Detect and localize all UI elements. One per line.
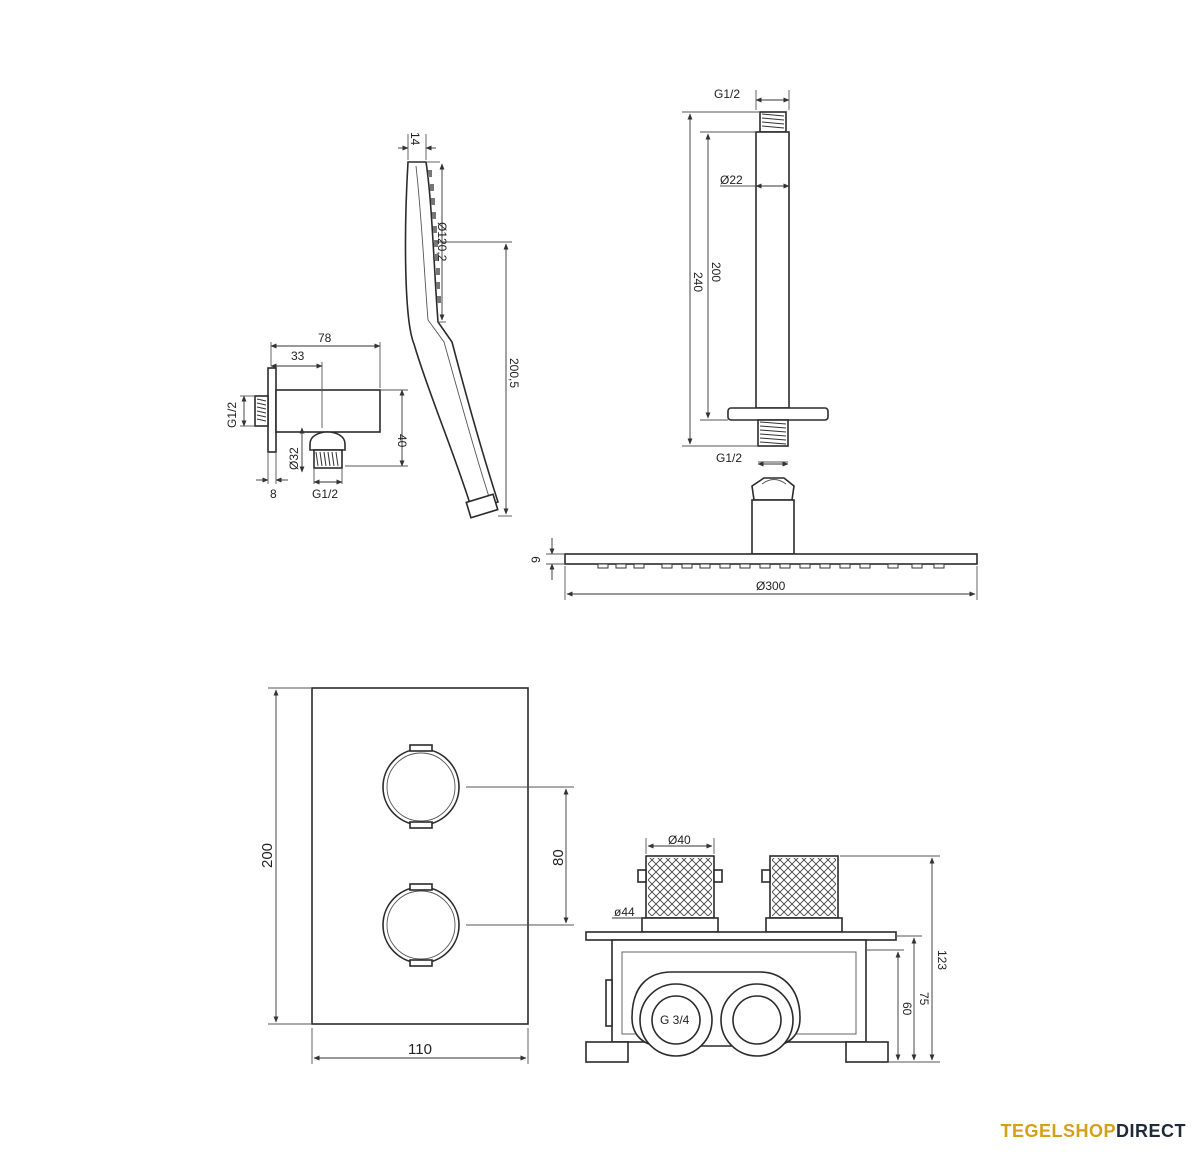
brand-logo-part2: DIRECT bbox=[1116, 1121, 1186, 1141]
inlet-label: G 3/4 bbox=[660, 1013, 690, 1027]
arm-top-thread-label: G1/2 bbox=[714, 87, 740, 101]
rain-head-diameter-label: Ø300 bbox=[756, 579, 786, 593]
hand-shower-head-diameter-label: Ø120,2 bbox=[435, 222, 449, 262]
brand-logo: TEGELSHOPDIRECT bbox=[1000, 1121, 1186, 1142]
wall-outlet-outlet-thread-label: G1/2 bbox=[312, 487, 338, 501]
wall-outlet-length-label: 78 bbox=[318, 331, 332, 345]
knob-spacing-label: 80 bbox=[550, 849, 567, 866]
plate-height-label: 200 bbox=[259, 843, 276, 868]
hand-shower-drawing: 14 Ø120,2 200,5 bbox=[398, 132, 521, 519]
rain-head-drawing: 9 Ø300 bbox=[529, 477, 978, 600]
wall-outlet-flange-label: 8 bbox=[270, 487, 277, 501]
thermostat-body-drawing: Ø40 ø44 G 3/4 123 75 60 bbox=[585, 833, 949, 1063]
wall-outlet-diameter-label: Ø32 bbox=[287, 447, 301, 470]
thermostat-plate-drawing: 200 80 110 bbox=[259, 687, 574, 1064]
shower-arm-drawing: G1/2 Ø22 200 240 G1/2 bbox=[682, 87, 829, 467]
arm-length-inner-label: 200 bbox=[709, 262, 723, 282]
rain-head-thickness-label: 9 bbox=[529, 556, 543, 563]
total-depth-label: 123 bbox=[935, 950, 949, 970]
rosette-diameter-label: ø44 bbox=[614, 905, 635, 919]
arm-bottom-thread-label: G1/2 bbox=[716, 451, 742, 465]
brand-logo-part1: TEGELSHOP bbox=[1000, 1121, 1116, 1141]
hand-shower-length-label: 200,5 bbox=[507, 358, 521, 388]
wall-outlet-offset-label: 33 bbox=[291, 349, 305, 363]
wall-outlet-inlet-thread-label: G1/2 bbox=[225, 402, 239, 428]
depth-75-label: 75 bbox=[917, 992, 931, 1006]
hand-shower-thickness-label: 14 bbox=[408, 132, 422, 146]
depth-60-label: 60 bbox=[900, 1002, 914, 1016]
wall-outlet-height-label: 40 bbox=[395, 434, 409, 448]
arm-length-total-label: 240 bbox=[691, 272, 705, 292]
plate-width-label: 110 bbox=[408, 1041, 432, 1058]
wall-outlet-drawing: 78 33 G1/2 40 Ø32 8 G1/2 bbox=[225, 331, 409, 501]
arm-diameter-label: Ø22 bbox=[720, 173, 743, 187]
knob-diameter-label: Ø40 bbox=[668, 833, 691, 847]
